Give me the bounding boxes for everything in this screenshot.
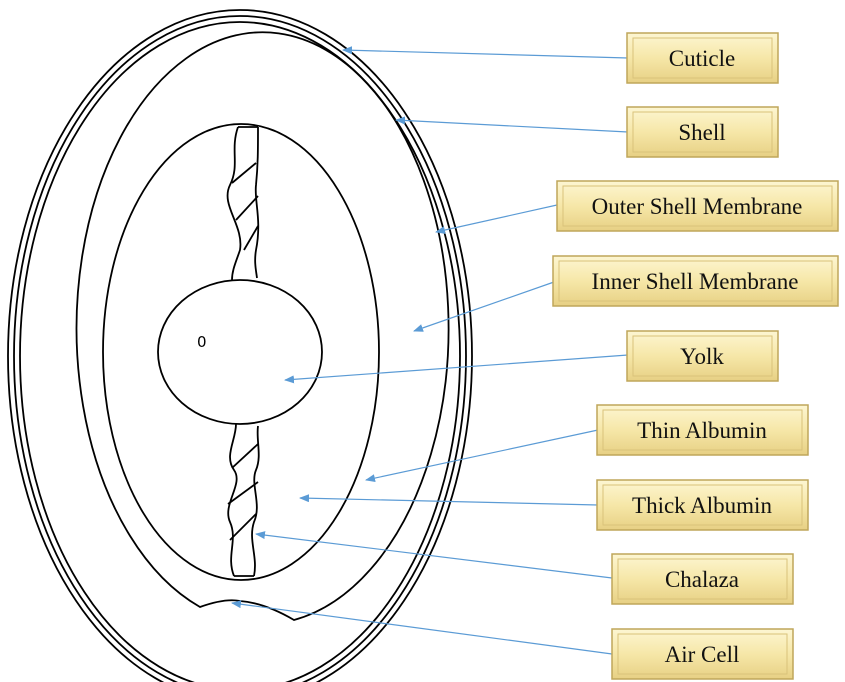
- label-outer-shell-membrane-text: Outer Shell Membrane: [592, 194, 803, 219]
- yolk-outline: [158, 280, 322, 424]
- arrow-chalaza: [256, 534, 612, 578]
- arrow-shell: [396, 120, 628, 132]
- label-air-cell: Air Cell: [612, 629, 793, 679]
- arrow-air-cell: [232, 603, 612, 654]
- label-thick-albumin: Thick Albumin: [597, 480, 808, 530]
- chalaza-upper: [228, 127, 259, 280]
- label-cuticle-text: Cuticle: [669, 46, 735, 71]
- arrow-inner-shell-membrane: [414, 282, 554, 331]
- label-chalaza: Chalaza: [612, 554, 793, 604]
- label-thin-albumin: Thin Albumin: [597, 405, 808, 455]
- arrow-yolk: [285, 355, 628, 380]
- label-thin-albumin-text: Thin Albumin: [637, 418, 767, 443]
- label-chalaza-text: Chalaza: [665, 567, 739, 592]
- label-shell-text: Shell: [678, 120, 725, 145]
- label-air-cell-text: Air Cell: [665, 642, 740, 667]
- thick-albumin-outline: [103, 124, 379, 580]
- label-inner-shell-membrane: Inner Shell Membrane: [553, 256, 838, 306]
- label-yolk: Yolk: [627, 331, 778, 381]
- label-inner-shell-membrane-text: Inner Shell Membrane: [592, 269, 799, 294]
- label-yolk-text: Yolk: [680, 344, 724, 369]
- label-outer-shell-membrane: Outer Shell Membrane: [557, 181, 838, 231]
- label-cuticle: Cuticle: [627, 33, 778, 83]
- arrow-cuticle: [343, 50, 628, 58]
- label-shell: Shell: [627, 107, 778, 157]
- shell-outline: [14, 16, 466, 682]
- label-thick-albumin-text: Thick Albumin: [632, 493, 772, 518]
- outer-shell-membrane-outline: [20, 22, 460, 682]
- chalaza-lower: [228, 424, 259, 576]
- inner-shell-membrane-outline: [77, 32, 449, 620]
- arrow-outer-shell-membrane: [436, 205, 557, 232]
- arrow-thin-albumin: [366, 430, 598, 480]
- germinal-disc-mark: 0: [197, 333, 207, 351]
